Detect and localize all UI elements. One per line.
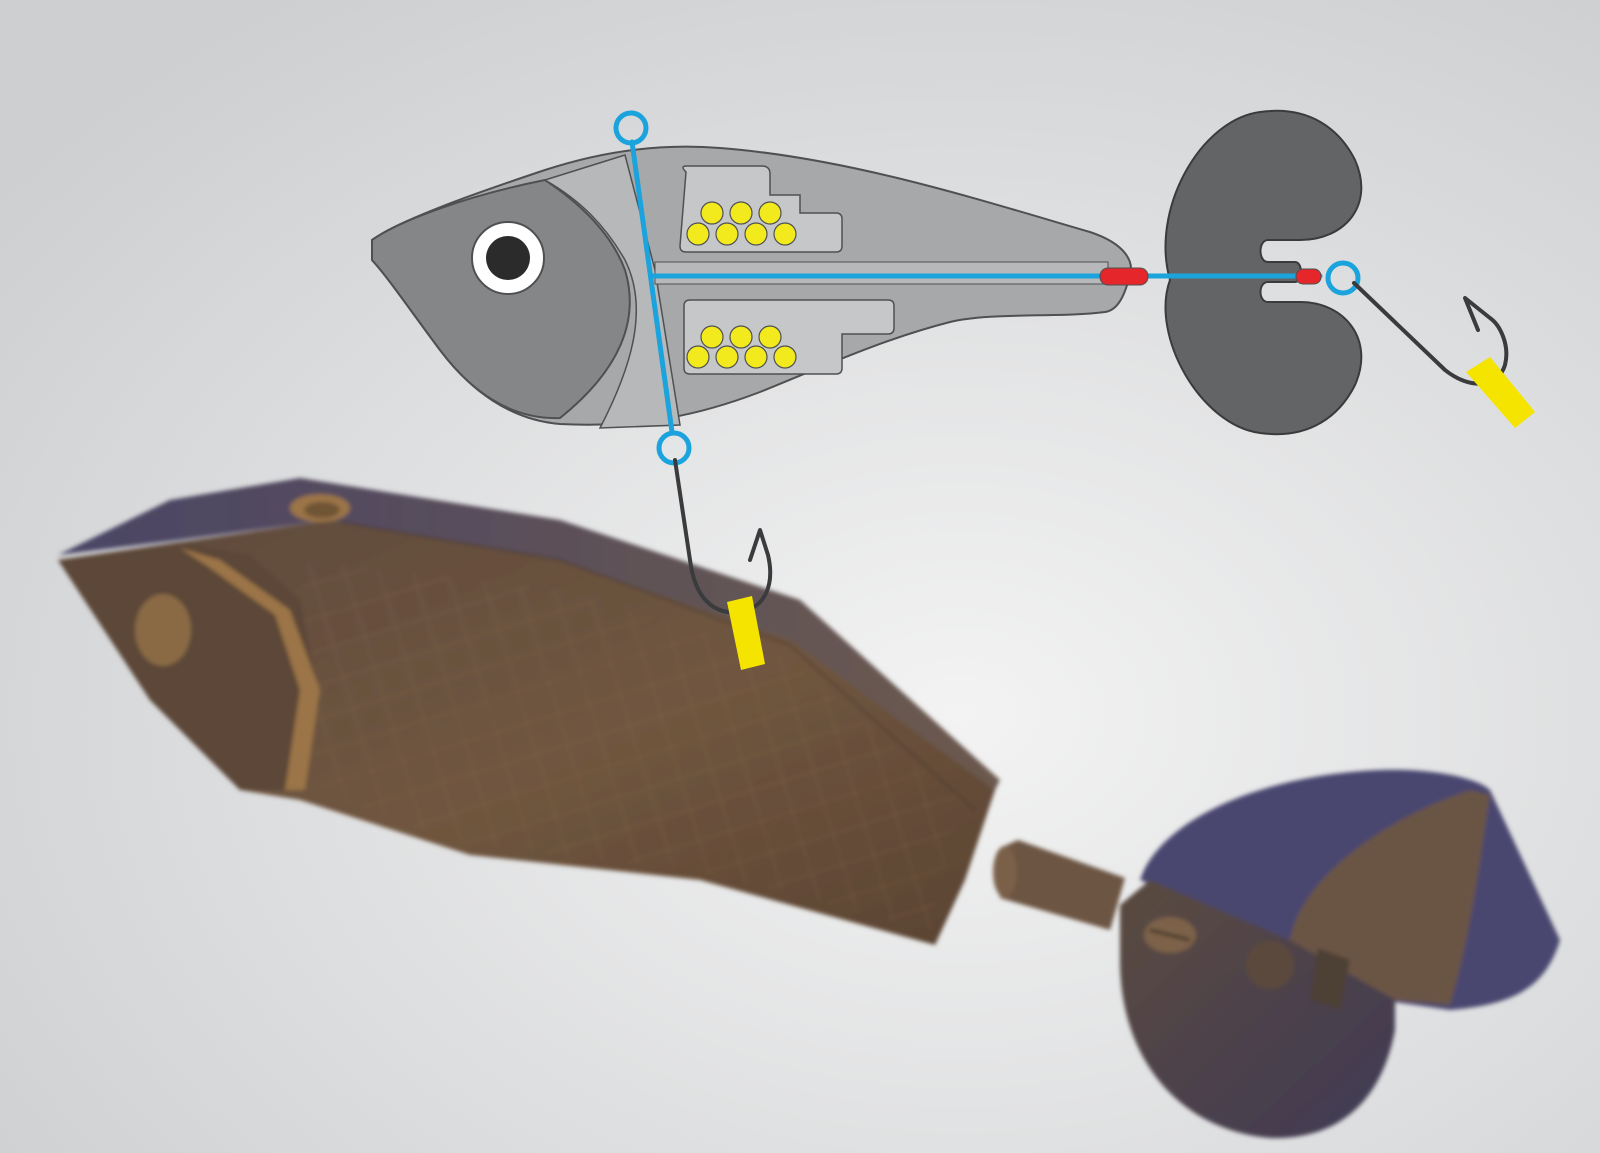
rear-bead (1295, 268, 1322, 285)
ballast-ball (715, 345, 739, 369)
model-gill-stripe (180, 548, 320, 790)
gill-plate (543, 154, 681, 429)
fish-hook-icon (1352, 281, 1509, 386)
through-wire (629, 139, 1323, 435)
lure-schematic (371, 109, 1535, 670)
model-scale-pattern (300, 560, 960, 930)
ballast-ball (773, 345, 797, 369)
model-tail-notch (1246, 941, 1294, 989)
front-split-ring (613, 110, 649, 146)
ballast-ball (686, 345, 710, 369)
front-bead (1099, 267, 1149, 286)
model-body-top (58, 478, 1000, 800)
model-head-cap (58, 542, 320, 790)
ballast-ball (744, 345, 768, 369)
ballast-ball (758, 325, 782, 349)
ballast-ball (700, 201, 724, 225)
ballast-ball (744, 222, 768, 246)
model-eye-socket (135, 594, 191, 666)
model-line-tie-hole-inner (304, 502, 340, 518)
tail-hook (1352, 281, 1535, 428)
model-tail-inner-pin (1310, 948, 1350, 1010)
eye-pupil (486, 236, 530, 280)
ballast-ball (773, 222, 797, 246)
ballast-ball (729, 201, 753, 225)
bait-icon (727, 596, 765, 670)
bait-icon (1466, 357, 1535, 428)
ballast-ball (715, 222, 739, 246)
model-seam (339, 521, 976, 811)
ballast-ball (758, 201, 782, 225)
model-tail-pin-slot (1149, 928, 1191, 942)
model-tail-blade-wing (1290, 790, 1490, 1005)
model-connector-end (993, 846, 1017, 898)
lower-ballast (686, 325, 797, 369)
vertical-wire (629, 139, 675, 435)
wire-channel (654, 261, 1109, 285)
belly-hook (673, 458, 773, 670)
upper-ballast (686, 201, 797, 246)
model-connector-pin (1000, 840, 1125, 930)
ballast-ball (729, 325, 753, 349)
tail-split-ring (1325, 260, 1361, 296)
model-render (58, 478, 1560, 1139)
ballast-ball (700, 325, 724, 349)
ballast-ball (686, 222, 710, 246)
lure-head (371, 178, 631, 420)
